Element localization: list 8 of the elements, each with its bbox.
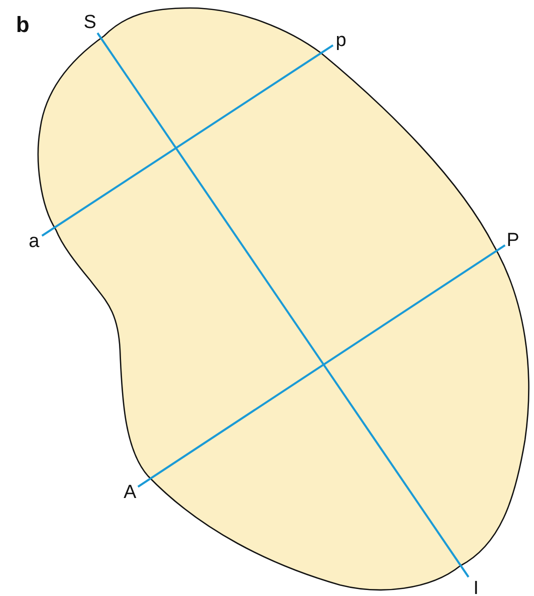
point-label: a	[26, 230, 42, 252]
point-label: P	[505, 229, 521, 251]
axis-line	[96, 32, 470, 578]
panel-letter: b	[16, 12, 30, 38]
point-label: I	[468, 577, 484, 596]
point-label: S	[82, 11, 98, 33]
point-label: p	[333, 29, 349, 51]
point-label: A	[122, 481, 138, 503]
